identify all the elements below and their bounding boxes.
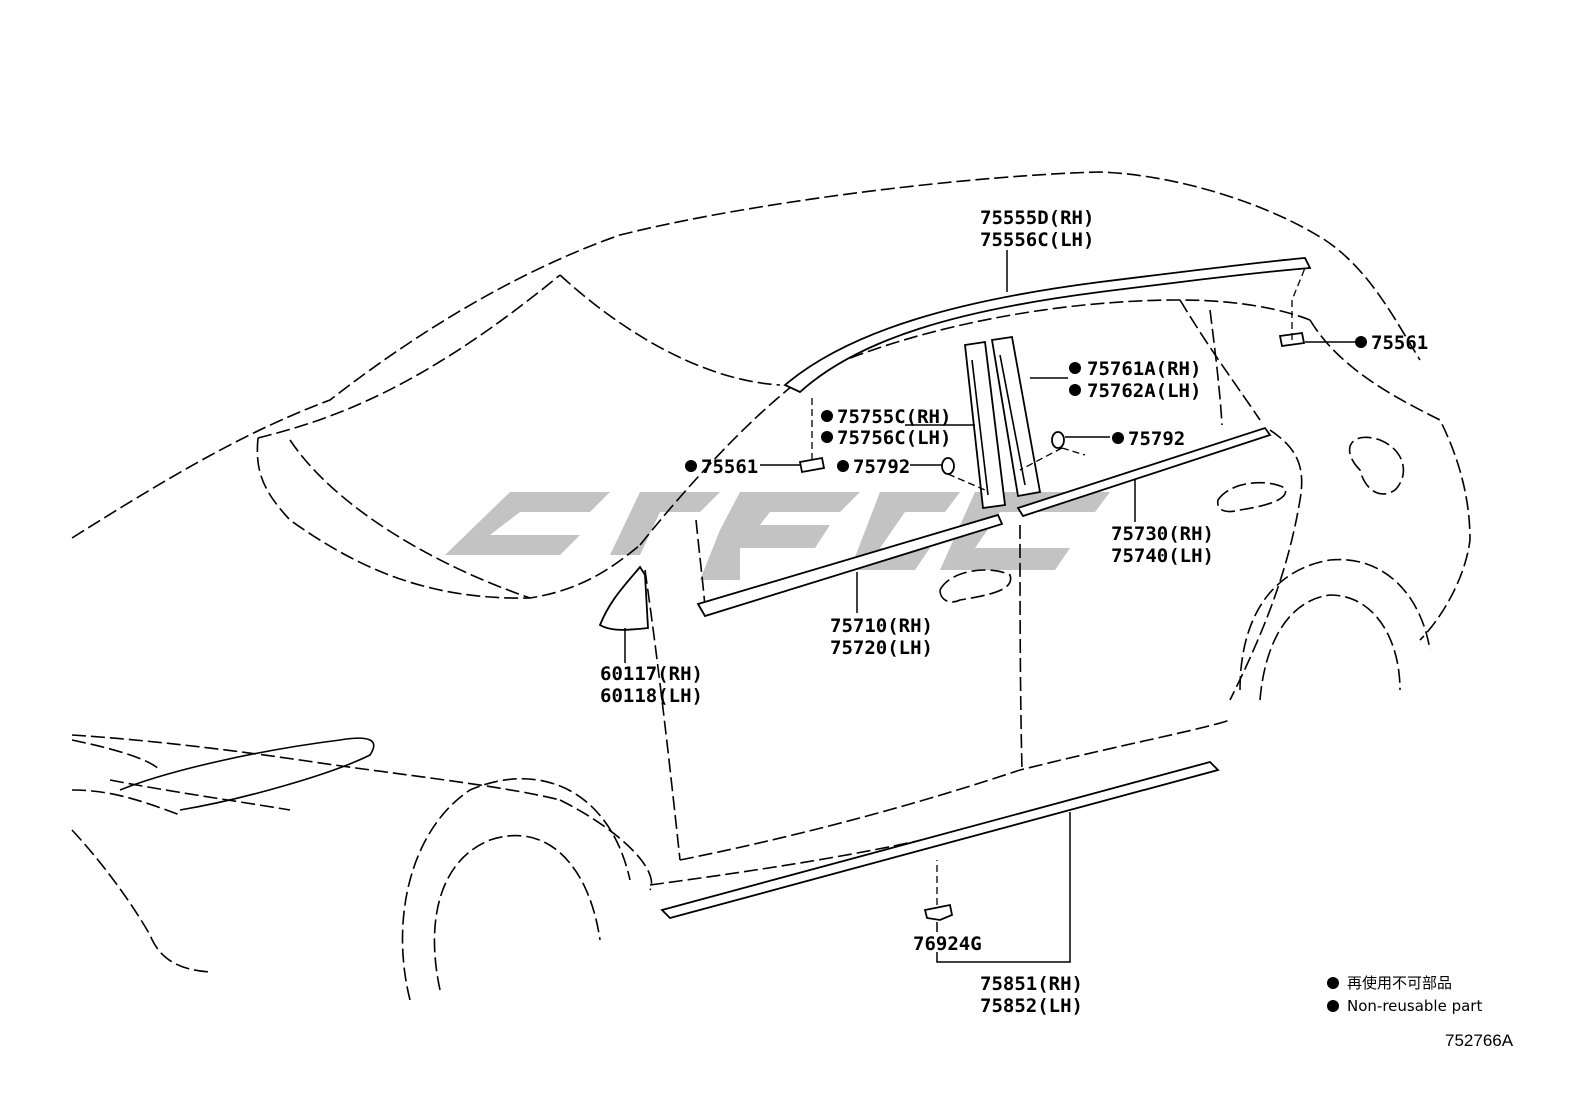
label-rocker-clip: 76924G — [913, 933, 982, 955]
label-belt-front-lh: 75720(LH) — [830, 637, 933, 659]
legend-marker-en — [1327, 1000, 1339, 1012]
label-rocker-molding-rh: 75851(RH) — [980, 973, 1083, 995]
guide-lines — [811, 267, 1306, 905]
parts — [598, 257, 1312, 921]
non-reusable-marker — [837, 460, 849, 472]
illustration-code: 752766A — [1445, 1031, 1514, 1050]
rocker-clip — [923, 903, 954, 921]
label-belt-rear-rh: 75730(RH) — [1111, 523, 1214, 545]
label-corner-cover-lh: 60118(LH) — [600, 685, 703, 707]
label-clip-front: 75561 — [701, 456, 758, 478]
legend-en-text: Non-reusable part — [1347, 997, 1482, 1015]
label-roof-molding-lh: 75556C(LH) — [980, 229, 1094, 251]
label-belt-front-rh: 75710(RH) — [830, 615, 933, 637]
label-pillar-front-lh: 75756C(LH) — [837, 427, 951, 449]
roof-molding — [783, 257, 1312, 394]
non-reusable-marker — [821, 410, 833, 422]
label-pillar-rear-lh: 75762A(LH) — [1087, 380, 1201, 402]
retainer-front — [941, 457, 955, 475]
non-reusable-marker — [821, 431, 833, 443]
label-retainer-rear: 75792 — [1128, 428, 1185, 450]
legend-jp-text: 再使用不可部品 — [1347, 974, 1452, 992]
label-pillar-front-rh: 75755C(RH) — [837, 406, 951, 428]
legend: 再使用不可部品 Non-reusable part — [1327, 974, 1482, 1015]
legend-marker-jp — [1327, 977, 1339, 989]
non-reusable-marker — [1355, 336, 1367, 348]
front-belt-molding — [696, 513, 1004, 618]
label-clip-rear: 75561 — [1371, 332, 1428, 354]
non-reusable-marker — [685, 460, 697, 472]
label-roof-molding-rh: 75555D(RH) — [980, 207, 1094, 229]
retainer-rear — [1051, 431, 1065, 449]
non-reusable-marker — [1112, 432, 1124, 444]
label-belt-rear-lh: 75740(LH) — [1111, 545, 1214, 567]
rocker-molding — [660, 760, 1220, 920]
non-reusable-marker — [1069, 362, 1081, 374]
label-rocker-molding-lh: 75852(LH) — [980, 995, 1083, 1017]
corner-cover — [598, 565, 649, 631]
watermark-logo — [445, 492, 1110, 580]
label-pillar-rear-rh: 75761A(RH) — [1087, 358, 1201, 380]
rear-belt-molding — [1016, 426, 1272, 518]
non-reusable-marker — [1069, 384, 1081, 396]
clip-front — [798, 456, 826, 474]
label-corner-cover-rh: 60117(RH) — [600, 663, 703, 685]
label-retainer-front: 75792 — [853, 456, 910, 478]
car-outline — [71, 171, 1471, 1001]
leader-lines — [624, 250, 1355, 963]
callout-labels: 75555D(RH) 75556C(LH) 75561 75761A(RH) 7… — [600, 207, 1428, 1017]
